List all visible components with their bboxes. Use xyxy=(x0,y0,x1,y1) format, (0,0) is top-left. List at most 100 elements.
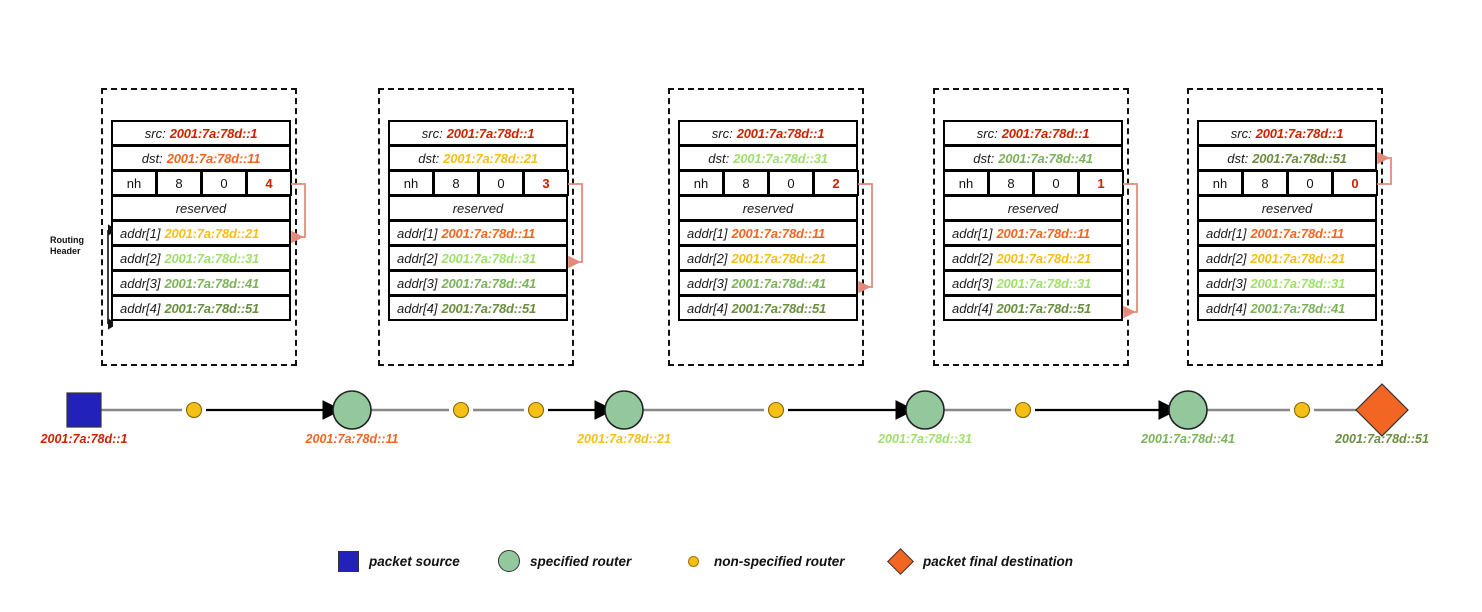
dst-row: dst:2001:7a:78d::11 xyxy=(111,145,291,171)
addr-index-label: addr[2] xyxy=(120,250,161,266)
reserved-row: reserved xyxy=(111,195,291,221)
addr-value: 2001:7a:78d::51 xyxy=(164,300,260,316)
src-label: src: xyxy=(421,125,443,141)
non-specified-router-node[interactable] xyxy=(767,401,785,419)
src-label: src: xyxy=(144,125,166,141)
specified-router-node[interactable] xyxy=(332,390,372,430)
addr-value: 2001:7a:78d::21 xyxy=(164,225,260,241)
node-address-label: 2001:7a:78d::41 xyxy=(1141,432,1235,446)
hdr-ext-len-cell: 8 xyxy=(723,170,769,196)
hdr-ext-len-cell: 8 xyxy=(1242,170,1288,196)
reserved-label: reserved xyxy=(742,200,794,216)
addr-value: 2001:7a:78d::21 xyxy=(731,250,827,266)
addr-index-label: addr[4] xyxy=(397,300,438,316)
addr-row-2: addr[2]2001:7a:78d::21 xyxy=(1197,245,1377,271)
addr-index-label: addr[2] xyxy=(687,250,728,266)
dst-value: 2001:7a:78d::11 xyxy=(166,150,261,166)
addr-value: 2001:7a:78d::51 xyxy=(441,300,537,316)
specified-router-node[interactable] xyxy=(1168,390,1208,430)
addr-value: 2001:7a:78d::11 xyxy=(731,225,826,241)
src-value: 2001:7a:78d::1 xyxy=(169,125,258,141)
addr-value: 2001:7a:78d::11 xyxy=(1250,225,1345,241)
non-specified-router-node[interactable] xyxy=(527,401,545,419)
reserved-label: reserved xyxy=(1007,200,1059,216)
addr-index-label: addr[4] xyxy=(687,300,728,316)
addr-value: 2001:7a:78d::51 xyxy=(996,300,1092,316)
dst-row: dst:2001:7a:78d::41 xyxy=(943,145,1123,171)
legend-label: packet source xyxy=(369,553,460,569)
dst-value: 2001:7a:78d::41 xyxy=(998,150,1093,166)
addr-row-4: addr[4]2001:7a:78d::51 xyxy=(678,295,858,321)
addr-row-3: addr[3]2001:7a:78d::41 xyxy=(388,270,568,296)
packet-source-node[interactable] xyxy=(66,392,102,428)
legend-label: specified router xyxy=(530,553,632,569)
routing-type-cell: 0 xyxy=(201,170,247,196)
addr-index-label: addr[1] xyxy=(1206,225,1247,241)
reserved-label: reserved xyxy=(1261,200,1313,216)
src-row: src:2001:7a:78d::1 xyxy=(678,120,858,146)
addr-row-4: addr[4]2001:7a:78d::51 xyxy=(388,295,568,321)
addr-value: 2001:7a:78d::31 xyxy=(441,250,537,266)
addr-row-3: addr[3]2001:7a:78d::41 xyxy=(111,270,291,296)
reserved-row: reserved xyxy=(388,195,568,221)
non-specified-router-node[interactable] xyxy=(185,401,203,419)
addr-value: 2001:7a:78d::51 xyxy=(731,300,827,316)
legend-item-diamond: packet final destination xyxy=(887,547,1074,575)
addr-index-label: addr[1] xyxy=(120,225,161,241)
legend: packet source specified router non-specifi… xyxy=(0,547,1482,582)
src-value: 2001:7a:78d::1 xyxy=(1255,125,1344,141)
addr-index-label: addr[4] xyxy=(952,300,993,316)
src-row: src:2001:7a:78d::1 xyxy=(943,120,1123,146)
addr-row-4: addr[4]2001:7a:78d::51 xyxy=(943,295,1123,321)
packet-destination-swatch-icon xyxy=(887,547,914,575)
addr-row-2: addr[2]2001:7a:78d::31 xyxy=(388,245,568,271)
addr-value: 2001:7a:78d::41 xyxy=(164,275,260,291)
non-specified-router-node[interactable] xyxy=(1014,401,1032,419)
legend-label: non-specified router xyxy=(714,553,845,569)
addr-row-3: addr[3]2001:7a:78d::31 xyxy=(1197,270,1377,296)
dst-value: 2001:7a:78d::51 xyxy=(1252,150,1347,166)
legend-label: packet final destination xyxy=(923,553,1074,569)
specified-router-swatch-icon xyxy=(498,550,520,572)
hdr-ext-len-cell: 8 xyxy=(156,170,202,196)
addr-value: 2001:7a:78d::21 xyxy=(996,250,1092,266)
addr-index-label: addr[1] xyxy=(687,225,728,241)
addr-row-3: addr[3]2001:7a:78d::31 xyxy=(943,270,1123,296)
non-specified-router-node[interactable] xyxy=(1293,401,1311,419)
routing-header-label-line1: Routing xyxy=(50,235,84,245)
dst-label: dst: xyxy=(418,150,440,166)
segments-left-cell: 4 xyxy=(246,170,292,196)
addr-value: 2001:7a:78d::41 xyxy=(731,275,827,291)
addr-index-label: addr[1] xyxy=(952,225,993,241)
addr-value: 2001:7a:78d::31 xyxy=(1250,275,1346,291)
non-specified-router-node[interactable] xyxy=(452,401,470,419)
legend-item-square: packet source xyxy=(338,548,460,574)
packet-destination-node[interactable] xyxy=(1355,383,1409,437)
routing-type-cell: 0 xyxy=(1033,170,1079,196)
src-row: src:2001:7a:78d::1 xyxy=(388,120,568,146)
addr-index-label: addr[3] xyxy=(687,275,728,291)
routing-type-cell: 0 xyxy=(478,170,524,196)
specified-router-node[interactable] xyxy=(604,390,644,430)
addr-value: 2001:7a:78d::11 xyxy=(996,225,1091,241)
specified-router-node[interactable] xyxy=(905,390,945,430)
src-label: src: xyxy=(711,125,733,141)
node-address-label: 2001:7a:78d::51 xyxy=(1335,432,1429,446)
dst-label: dst: xyxy=(141,150,163,166)
addr-index-label: addr[2] xyxy=(1206,250,1247,266)
src-label: src: xyxy=(976,125,998,141)
addr-index-label: addr[3] xyxy=(120,275,161,291)
dst-label: dst: xyxy=(708,150,730,166)
hdr-ext-len-cell: 8 xyxy=(433,170,479,196)
addr-row-1: addr[1]2001:7a:78d::11 xyxy=(678,220,858,246)
